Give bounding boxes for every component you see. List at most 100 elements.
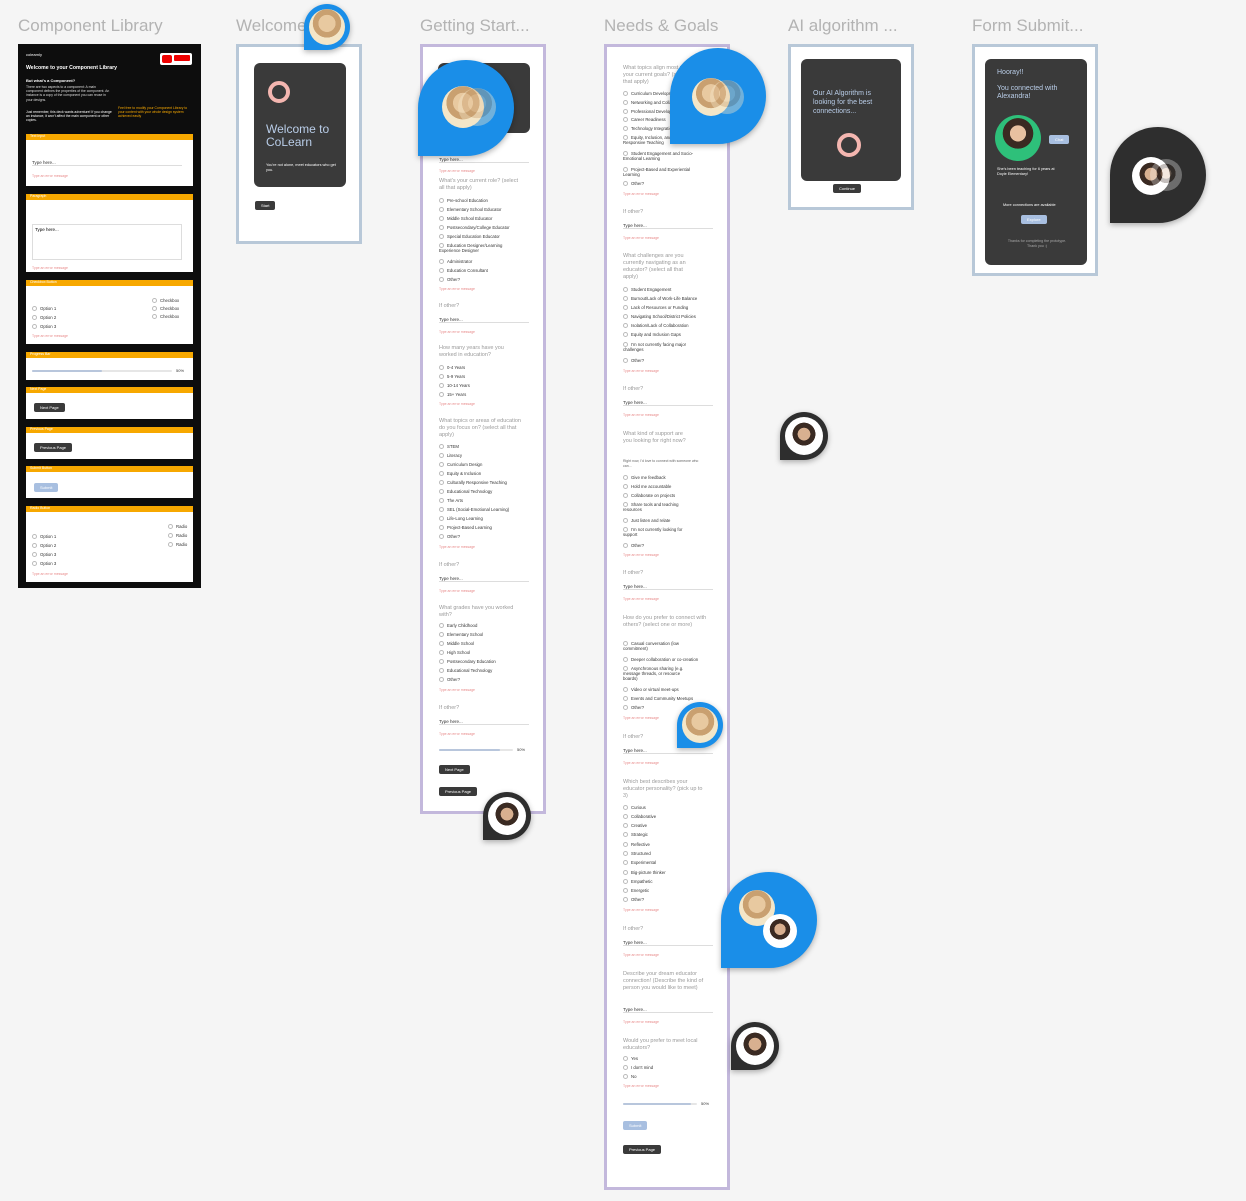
option[interactable]: Share tools and teaching resources <box>623 502 693 512</box>
option[interactable]: Educational Technology <box>439 668 492 673</box>
option[interactable]: Yes <box>623 1056 638 1061</box>
continue-button[interactable]: Continue <box>833 184 862 193</box>
option[interactable]: Elementary School <box>439 632 483 637</box>
option[interactable]: Project-Based and Experiential Learning <box>623 167 697 177</box>
frame-title-welcome[interactable]: Welcome <box>236 16 306 35</box>
component-library-frame[interactable]: colearnly Welcome to your Component Libr… <box>18 44 201 588</box>
text-input[interactable]: Type here... <box>623 940 713 946</box>
option[interactable]: I'm not currently looking for support <box>623 527 693 537</box>
collaborator-cursor[interactable] <box>304 4 350 50</box>
form-submit-frame[interactable]: Hooray!! You connected with Alexandra! C… <box>972 44 1098 276</box>
option[interactable]: SEL (Social-Emotional Learning) <box>439 507 509 512</box>
option[interactable]: 0-4 Years <box>439 365 465 370</box>
option[interactable]: Option 3 <box>32 552 56 557</box>
option[interactable]: Other? <box>439 277 460 282</box>
frame-title-component-library[interactable]: Component Library <box>18 16 163 35</box>
paragraph-input[interactable]: Type here... <box>32 224 182 260</box>
previous-page-button[interactable]: Previous Page <box>623 1145 662 1154</box>
option[interactable]: Educational Technology <box>439 489 492 494</box>
option[interactable]: Curriculum Design <box>439 462 482 467</box>
option[interactable]: Networking and Collaboration <box>623 100 687 105</box>
option[interactable]: Experimental <box>623 860 656 865</box>
text-input[interactable]: Type here... <box>439 719 529 725</box>
option[interactable]: Special Education Educator <box>439 234 500 239</box>
frame-title-needs-goals[interactable]: Needs & Goals <box>604 16 719 35</box>
collaborator-cursor[interactable] <box>483 792 531 840</box>
collaborator-cursor[interactable] <box>780 412 828 460</box>
text-input[interactable]: Type here... <box>439 576 529 582</box>
option[interactable]: Energetic <box>623 888 649 893</box>
option[interactable]: Middle School <box>439 641 474 646</box>
next-page-button[interactable]: Next Page <box>439 765 470 774</box>
option[interactable]: Big-picture thinker <box>623 870 666 875</box>
option[interactable]: Creative <box>623 823 647 828</box>
text-input[interactable]: Type here... <box>623 1007 713 1013</box>
option[interactable]: Other? <box>623 181 644 186</box>
collaborator-cursor[interactable] <box>731 1022 779 1070</box>
option[interactable]: Reflective <box>623 842 650 847</box>
radio-label[interactable]: Radio <box>168 524 187 529</box>
option[interactable]: High School <box>439 650 470 655</box>
radio-label[interactable]: Radio <box>168 533 187 538</box>
option[interactable]: Postsecondary Education <box>439 659 496 664</box>
option[interactable]: Just listen and relate <box>623 518 670 523</box>
option[interactable]: Option 1 <box>32 534 56 539</box>
option[interactable]: Professional Development <box>623 109 681 114</box>
option[interactable]: Casual conversation (low commitment) <box>623 641 687 651</box>
option[interactable]: Option 2 <box>32 315 56 320</box>
text-input[interactable]: Type here... <box>32 160 182 166</box>
option[interactable]: Events and Community Meetups <box>623 696 693 701</box>
collaborator-cursor[interactable] <box>418 60 514 156</box>
option[interactable]: Option 3 <box>32 324 56 329</box>
next-page-button[interactable]: Next Page <box>34 403 65 412</box>
text-input[interactable]: Type here... <box>439 317 529 323</box>
text-input[interactable]: Type here... <box>439 157 529 163</box>
submit-button[interactable]: Submit <box>623 1121 648 1130</box>
option[interactable]: Lack of Resources or Funding <box>623 305 688 310</box>
explore-button[interactable]: Explore <box>1021 215 1047 224</box>
frame-title-ai-algorithm[interactable]: AI algorithm ... <box>788 16 898 35</box>
getting-started-frame[interactable]: Type here... Type an error message What'… <box>420 44 546 814</box>
option[interactable]: I don't mind <box>623 1065 653 1070</box>
option[interactable]: Strategic <box>623 832 648 837</box>
option[interactable]: Culturally Responsive Teaching <box>439 480 507 485</box>
option[interactable]: Other? <box>623 897 644 902</box>
option[interactable]: Deeper collaboration or co-creation <box>623 657 698 662</box>
option[interactable]: Pre-school Education <box>439 198 488 203</box>
frame-title-getting-started[interactable]: Getting Start... <box>420 16 530 35</box>
option[interactable]: Life-Long Learning <box>439 516 483 521</box>
welcome-frame[interactable]: Welcome to CoLearn You're not alone, mee… <box>236 44 362 244</box>
option[interactable]: Student Engagement and Socio-Emotional L… <box>623 151 703 161</box>
option[interactable]: Curious <box>623 805 646 810</box>
text-input[interactable]: Type here... <box>623 584 713 590</box>
option[interactable]: Technology Integration <box>623 126 674 131</box>
option[interactable]: Education Consultant <box>439 268 488 273</box>
option[interactable]: Option 1 <box>32 306 56 311</box>
option[interactable]: Equity, Inclusion, and Culturally Respon… <box>623 135 711 145</box>
option[interactable]: Hold me accountable <box>623 484 671 489</box>
text-input[interactable]: Type here... <box>623 223 713 229</box>
option[interactable]: Other? <box>439 677 460 682</box>
collaborator-cursor[interactable] <box>670 48 766 144</box>
option[interactable]: Equity and Inclusion Gaps <box>623 332 681 337</box>
option[interactable]: Collaborate on projects <box>623 493 675 498</box>
option[interactable]: 10-14 Years <box>439 383 470 388</box>
option[interactable]: Other? <box>439 534 460 539</box>
option[interactable]: Career Readiness <box>623 117 666 122</box>
chat-button[interactable]: Chat <box>1049 135 1070 144</box>
option[interactable]: Other? <box>623 358 644 363</box>
option[interactable]: Option 3 <box>32 561 56 566</box>
start-button[interactable]: Start <box>255 201 276 210</box>
option[interactable]: Elementary School Educator <box>439 207 501 212</box>
option[interactable]: Asynchronous sharing (e.g. message threa… <box>623 666 693 681</box>
option[interactable]: Navigating School/District Policies <box>623 314 696 319</box>
submit-button[interactable]: Submit <box>34 483 59 492</box>
collaborator-cursor[interactable] <box>721 872 817 968</box>
needs-goals-frame[interactable]: What topics align most with your current… <box>604 44 730 1190</box>
option[interactable]: Postsecondary/College Educator <box>439 225 510 230</box>
previous-page-button[interactable]: Previous Page <box>439 787 478 796</box>
collaborator-cursor[interactable] <box>677 702 723 748</box>
option[interactable]: Isolation/Lack of Collaboration <box>623 323 689 328</box>
option[interactable]: Middle School Educator <box>439 216 492 221</box>
option[interactable]: Equity & Inclusion <box>439 471 481 476</box>
